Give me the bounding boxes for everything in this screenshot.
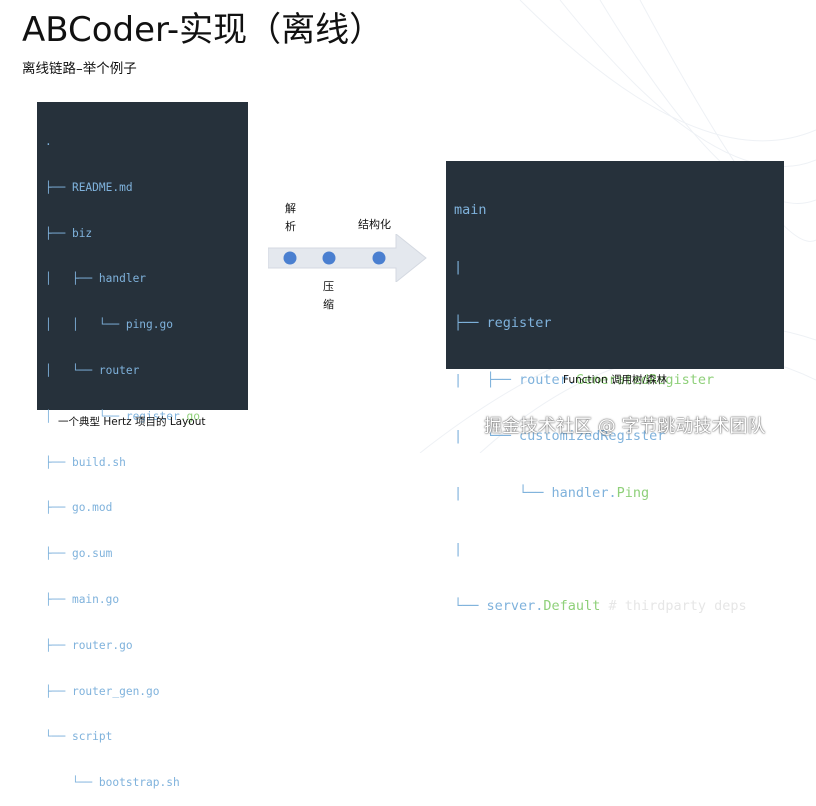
layout-line: . (45, 135, 52, 148)
layout-line: └── script (45, 730, 113, 744)
call-tree-caption: Function 调用树/森林 (563, 374, 668, 386)
pipeline-arrow (268, 234, 427, 282)
structure-node (372, 251, 386, 265)
layout-line: ├── go.sum (45, 547, 113, 561)
parse-node (283, 251, 297, 265)
call-tree-line: └── server.Default # thirdparty deps (454, 597, 747, 614)
compress-label: 压缩 (323, 280, 334, 311)
layout-line: │ ├── handler (45, 272, 147, 286)
layout-line: └── bootstrap.sh (45, 776, 180, 790)
call-tree-panel: main | ├── register | ├── router.Generat… (446, 161, 784, 614)
parse-label: 解析 (285, 202, 296, 233)
call-tree-line: | └── handler.Ping (454, 484, 650, 501)
layout-caption: 一个典型 Hertz 项目的 Layout (58, 416, 206, 428)
page-subtitle: 离线链路–举个例子 (22, 61, 137, 77)
layout-line: ├── go.mod (45, 501, 113, 515)
watermark: 掘金技术社区 @ 字节跳动技术团队 (484, 416, 766, 437)
layout-line: ├── biz (45, 226, 93, 240)
call-tree-line: | └── customizedRegister (454, 428, 666, 444)
layout-line: │ │ └── ping.go (45, 318, 173, 332)
layout-line: │ └── router (45, 363, 140, 377)
layout-line: ├── README.md (45, 180, 133, 194)
arrow-shape (268, 234, 427, 282)
call-tree-line: | ├── router.GeneratedRegister (454, 371, 715, 388)
call-tree-line: | (454, 541, 463, 557)
layout-line: ├── router_gen.go (45, 684, 160, 698)
call-tree-line: | (454, 258, 463, 275)
layout-line: ├── main.go (45, 592, 120, 606)
page-title: ABCoder-实现（离线） (22, 10, 384, 50)
call-tree-line: main (454, 202, 487, 218)
layout-line: ├── build.sh (45, 455, 126, 469)
layout-line: ├── router.go (45, 638, 133, 652)
layout-line: │ └── register.go (45, 409, 200, 423)
call-tree-line: ├── register (454, 315, 552, 331)
structure-label: 结构化 (358, 218, 391, 231)
project-layout-panel: . ├── README.md ├── biz │ ├── handler │ … (37, 102, 248, 789)
compress-node (322, 251, 336, 265)
